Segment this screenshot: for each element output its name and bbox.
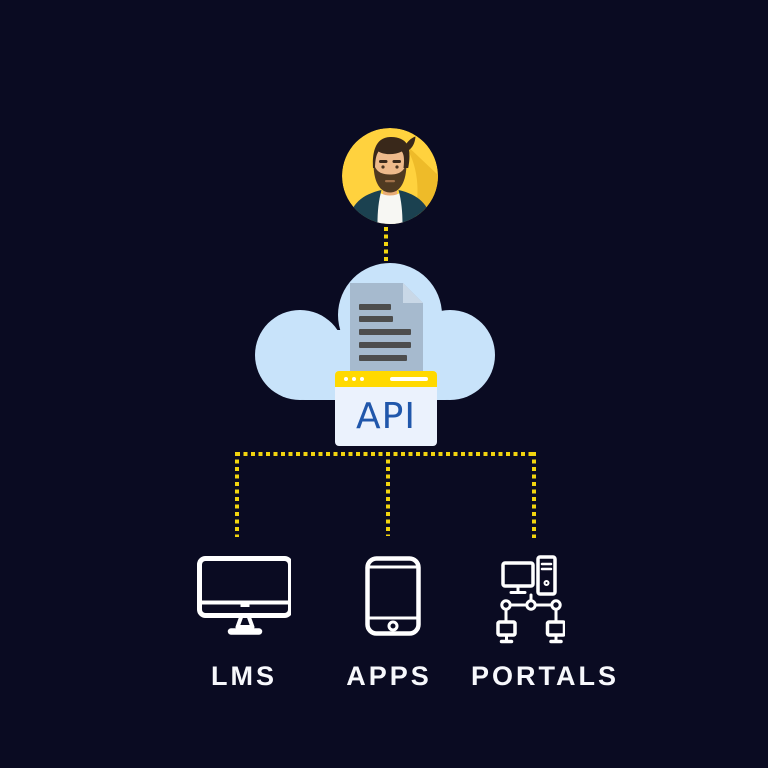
api-window-titlebar xyxy=(335,371,437,387)
endpoint-label-portals: PORTALS xyxy=(471,661,619,691)
person-icon xyxy=(342,128,438,224)
window-dot-icon xyxy=(352,377,356,381)
endpoint-lms xyxy=(197,556,291,638)
connector-user-to-cloud xyxy=(384,227,388,264)
desktop-monitor-icon xyxy=(197,556,291,635)
connector-api-to-portals xyxy=(532,452,536,538)
connector-api-to-lms xyxy=(235,452,239,537)
address-bar-dash xyxy=(390,377,428,381)
document-icon xyxy=(350,283,423,372)
networked-computers-icon xyxy=(496,555,565,644)
api-window: API xyxy=(335,371,437,446)
window-dot-icon xyxy=(344,377,348,381)
connector-api-to-apps xyxy=(386,452,390,536)
endpoint-apps xyxy=(365,556,421,636)
endpoint-label-apps: APPS xyxy=(346,661,432,691)
endpoint-portals xyxy=(495,555,565,651)
window-dot-icon xyxy=(360,377,364,381)
user-avatar xyxy=(342,128,438,224)
endpoint-label-lms: LMS xyxy=(211,661,277,691)
smartphone-icon xyxy=(365,556,421,636)
api-label: API xyxy=(356,396,416,437)
